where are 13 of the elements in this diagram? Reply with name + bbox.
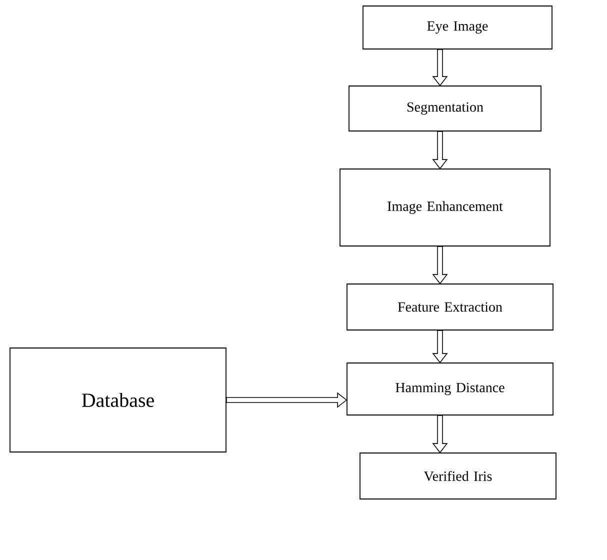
hollow-arrow: [432, 131, 448, 170]
hollow-arrow: [432, 330, 448, 364]
hollow-arrow: [226, 392, 348, 408]
process-box: Hamming Distance: [346, 362, 554, 416]
process-box: Feature Extraction: [346, 284, 554, 330]
process-box: Eye Image: [362, 6, 552, 50]
hollow-arrow: [432, 415, 448, 454]
hollow-arrow: [432, 246, 448, 284]
process-box: Database: [10, 348, 226, 452]
hollow-arrow: [432, 49, 448, 86]
process-box: Verified Iris: [360, 452, 556, 500]
process-box: Segmentation: [348, 86, 542, 132]
process-box: Image Enhancement: [340, 168, 550, 246]
